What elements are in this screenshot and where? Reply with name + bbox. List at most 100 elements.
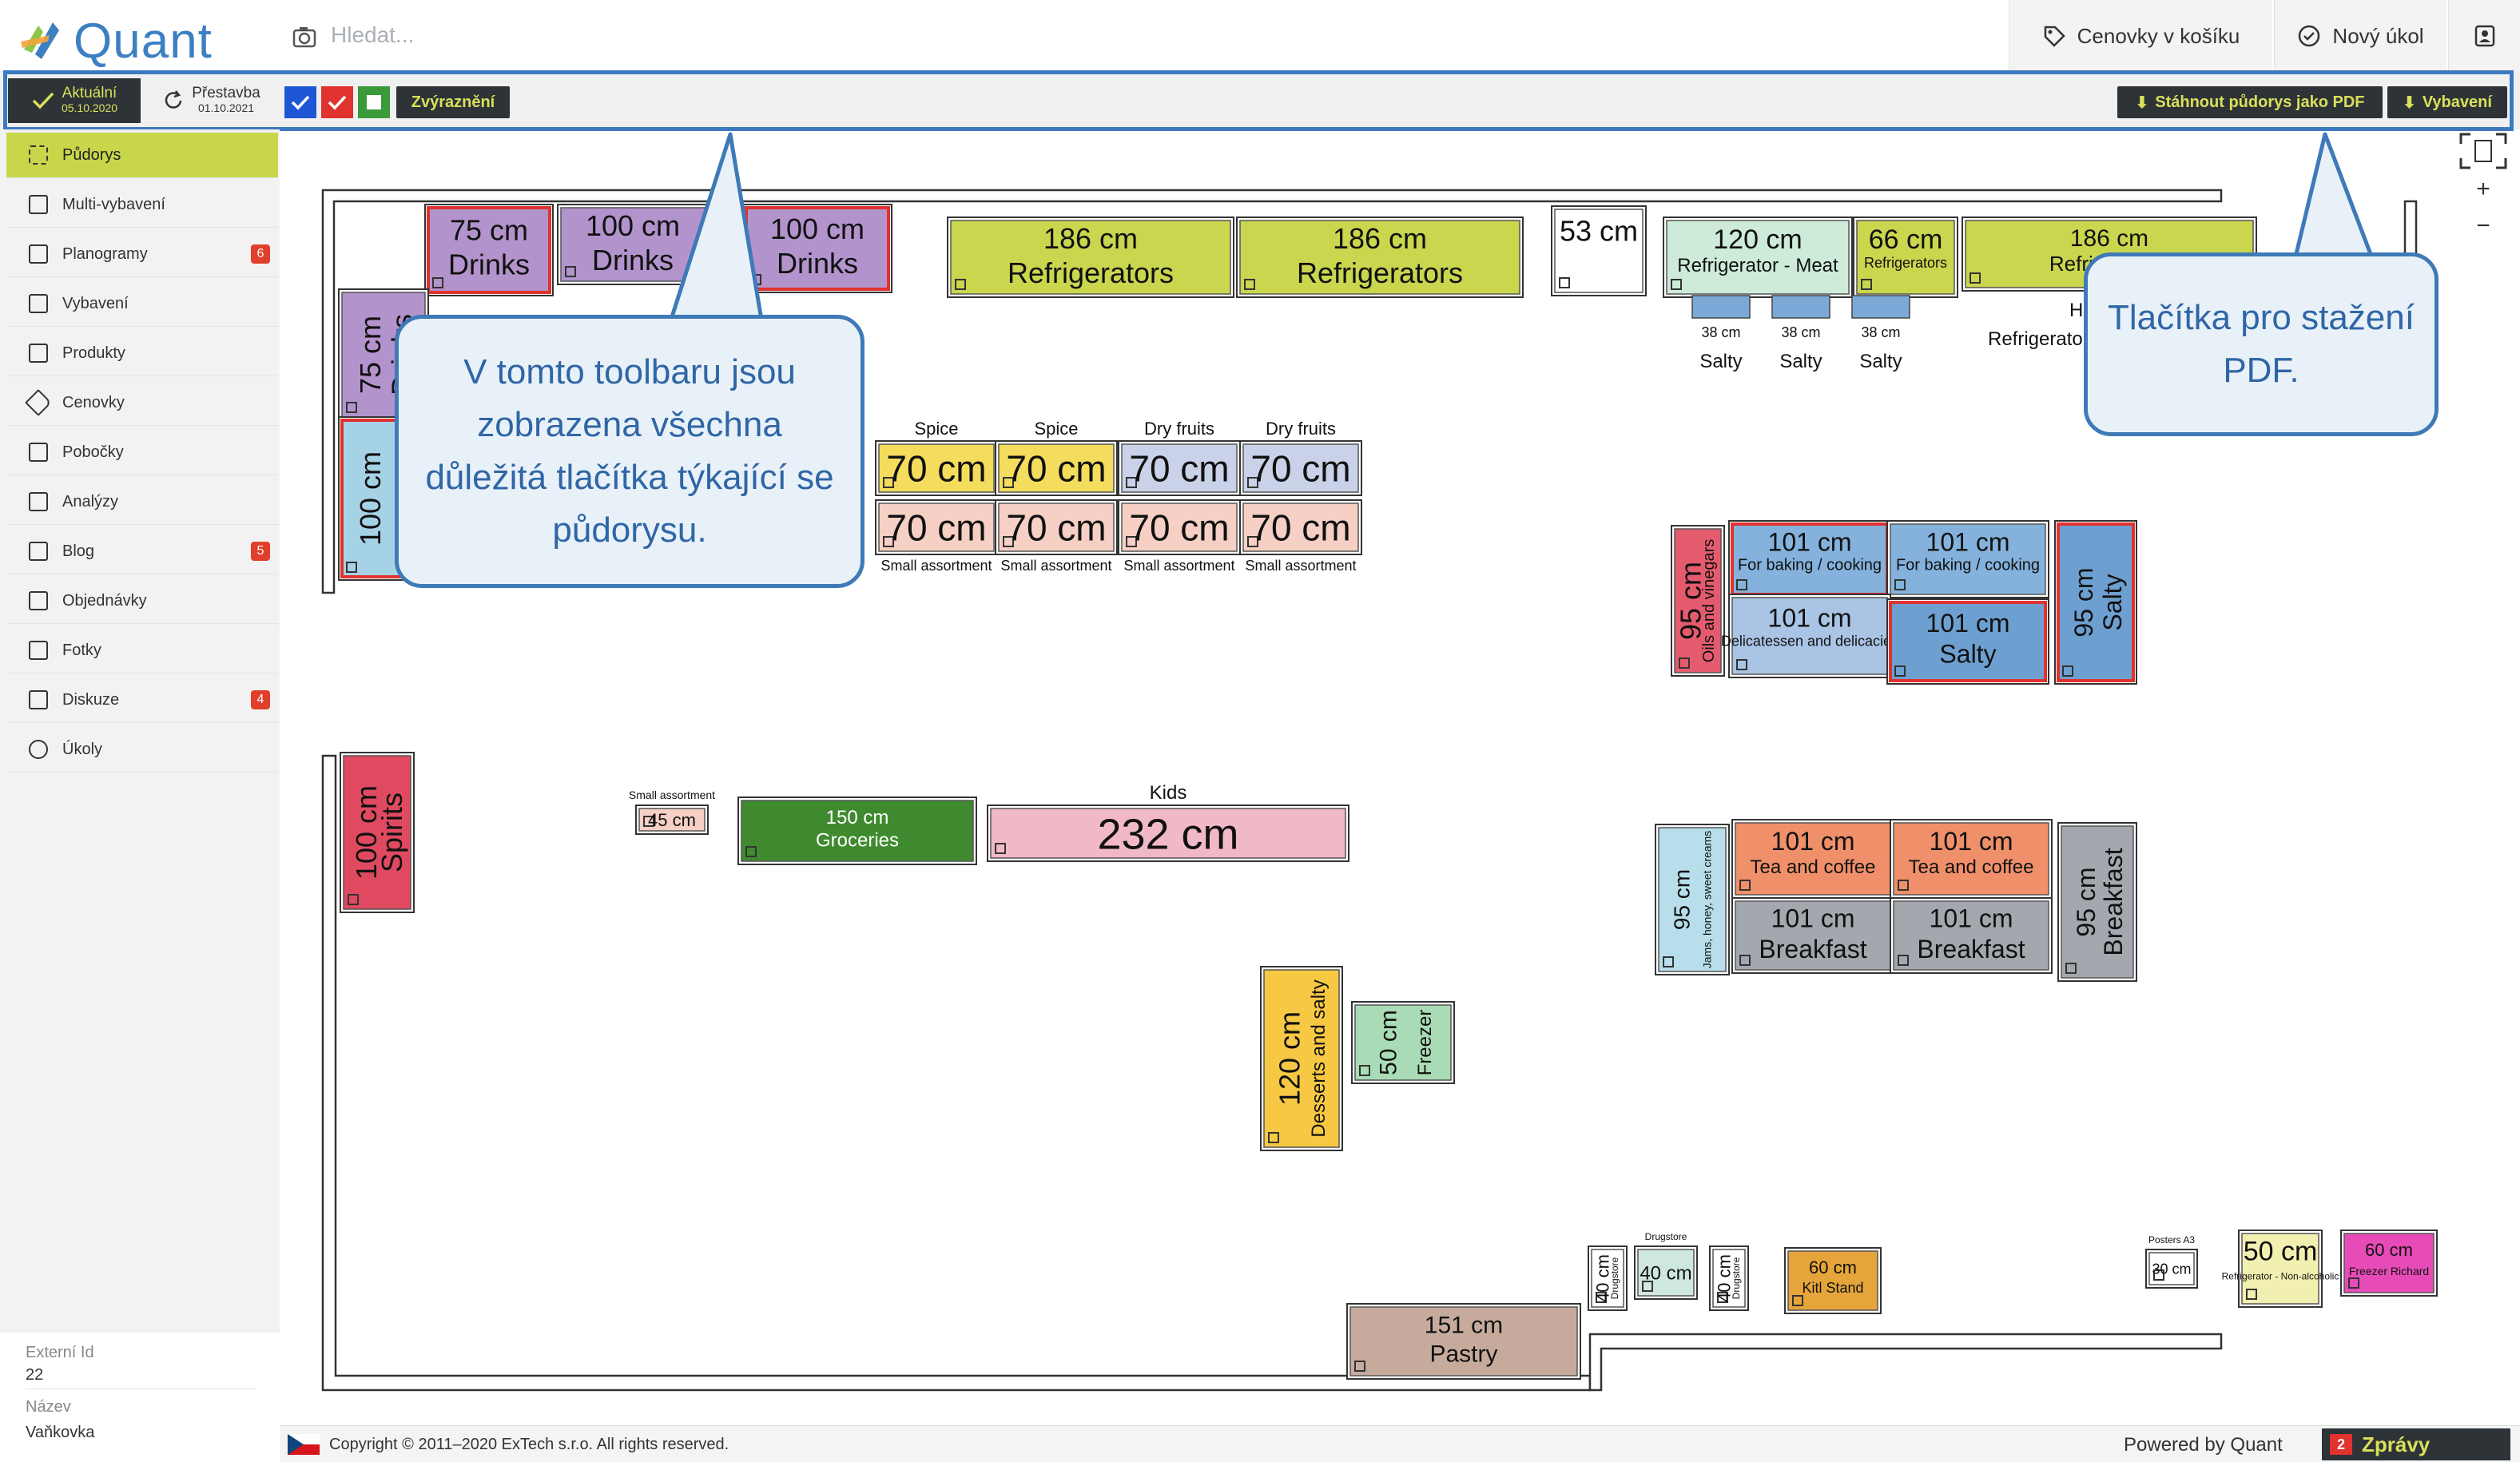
fixture-camera-icon[interactable] <box>1679 658 1690 669</box>
fixture-camera-icon[interactable] <box>1736 659 1747 670</box>
version-current-button[interactable]: Aktuální 05.10.2020 <box>8 78 141 123</box>
fixture-camera-icon[interactable] <box>1792 1295 1803 1306</box>
fixture-camera-icon[interactable] <box>2153 1269 2164 1281</box>
fixture-camera-icon[interactable] <box>1671 279 1682 290</box>
fixture-camera-icon[interactable] <box>1894 579 1906 590</box>
fixture-camera-icon[interactable] <box>1898 955 1909 966</box>
fixture-camera-icon[interactable] <box>883 477 894 488</box>
fixture-camera-icon[interactable] <box>1969 272 1981 284</box>
fixture-camera-icon[interactable] <box>2246 1289 2257 1300</box>
sidebar-item-photos[interactable]: Fotky <box>6 628 278 673</box>
fixture-camera-icon[interactable] <box>883 536 894 547</box>
sidebar-item-analyses[interactable]: Analýzy <box>6 479 278 525</box>
fixture-camera-icon[interactable] <box>1898 880 1909 891</box>
zoom-in-icon[interactable]: + <box>2476 176 2490 202</box>
fixture-camera-icon[interactable] <box>1268 1132 1279 1143</box>
download-pdf-button[interactable]: ⬇ Stáhnout půdorys jako PDF <box>2117 86 2383 118</box>
sidebar-item-floorplan[interactable]: Půdorys <box>6 133 278 178</box>
fixture-camera-icon[interactable] <box>1359 1065 1370 1076</box>
fixture-camera-icon[interactable] <box>1354 1361 1365 1372</box>
fixture-camera-icon[interactable] <box>565 266 576 277</box>
fixture-camera-icon[interactable] <box>1739 880 1751 891</box>
fixture-camera-icon[interactable] <box>1003 536 1014 547</box>
fixture-camera-icon[interactable] <box>2348 1277 2359 1289</box>
fixture-camera-icon[interactable] <box>1736 579 1747 590</box>
sidebar-item-products[interactable]: Produkty <box>6 331 278 376</box>
sidebar-item-tasks[interactable]: Úkoly <box>6 727 278 773</box>
equipment-pdf-button[interactable]: ⬇ Vybavení <box>2387 86 2507 118</box>
fixture-camera-icon[interactable] <box>1247 536 1258 547</box>
fixture-camera-icon[interactable] <box>1559 277 1570 288</box>
fixture-camera-icon[interactable] <box>1247 477 1258 488</box>
sidebar-item-price-tags[interactable]: Cenovky <box>6 380 278 426</box>
czech-flag-icon[interactable] <box>288 1434 320 1455</box>
messages-button[interactable]: 2 Zprávy <box>2322 1428 2510 1460</box>
fixture-camera-icon[interactable] <box>2062 665 2073 677</box>
fixture-camera-icon[interactable] <box>1717 1292 1728 1303</box>
fixture-camera-icon[interactable] <box>1663 956 1674 967</box>
fixture-camera-icon[interactable] <box>745 846 757 857</box>
camera-icon[interactable] <box>292 26 316 48</box>
fixture-camera-icon[interactable] <box>1126 536 1137 547</box>
search-input[interactable]: Hledat... <box>331 22 415 47</box>
user-profile-button[interactable] <box>2448 0 2520 72</box>
fixture-camera-icon[interactable] <box>2065 963 2077 974</box>
sidebar-item-branches[interactable]: Pobočky <box>6 430 278 475</box>
fixture-camera-icon[interactable] <box>995 843 1006 854</box>
fixture-camera-icon[interactable] <box>1861 279 1872 290</box>
fixture-camera-icon[interactable] <box>348 894 359 905</box>
app-logo[interactable]: Quant <box>18 11 249 69</box>
price-tags-basket-button[interactable]: Cenovky v košíku <box>2009 0 2272 72</box>
highlight-blue-toggle[interactable] <box>284 86 316 118</box>
fixture-camera-icon[interactable] <box>346 402 357 413</box>
zoom-out-icon[interactable]: − <box>2476 213 2490 239</box>
sidebar-item-orders[interactable]: Objednávky <box>6 578 278 624</box>
fixture-camera-icon[interactable] <box>1596 1292 1607 1303</box>
zoom-fit-icon[interactable] <box>2459 133 2507 169</box>
fixture[interactable]: 53 cm <box>1551 205 1647 296</box>
highlight-red-toggle[interactable] <box>321 86 353 118</box>
highlight-button[interactable]: Zvýraznění <box>396 86 510 118</box>
fixture-camera-icon[interactable] <box>1739 955 1751 966</box>
fixture-camera-icon[interactable] <box>1003 477 1014 488</box>
fixture-camera-icon[interactable] <box>643 816 654 827</box>
search-box[interactable]: Hledat... <box>288 18 767 56</box>
